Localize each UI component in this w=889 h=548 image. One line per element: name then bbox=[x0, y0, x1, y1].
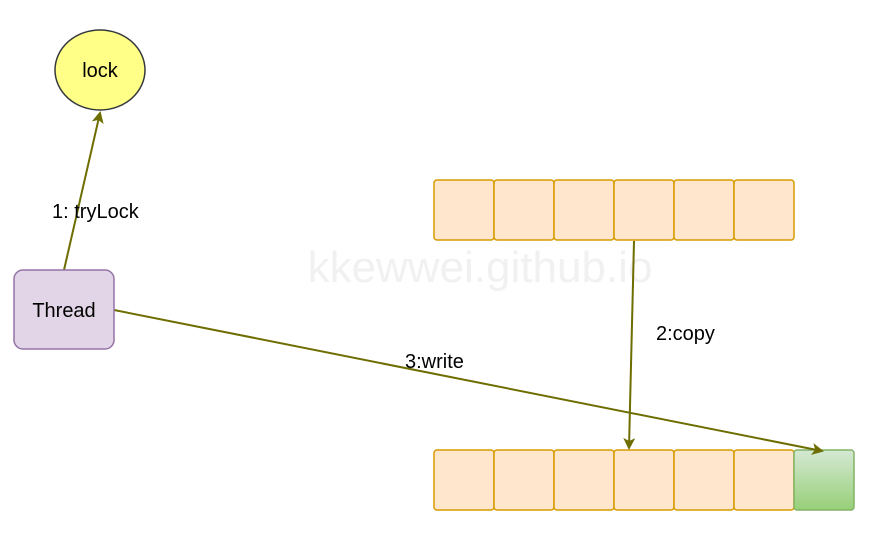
new-element-cell bbox=[793, 449, 855, 511]
target-array-cell bbox=[433, 449, 495, 511]
source-array bbox=[433, 179, 795, 241]
watermark-text: kkewwei.github.io bbox=[308, 243, 653, 292]
edge-trylock bbox=[63, 111, 104, 271]
target-array-cell bbox=[553, 449, 615, 511]
source-array-cell bbox=[433, 179, 495, 241]
source-array-cell bbox=[673, 179, 735, 241]
edge-write bbox=[113, 309, 824, 455]
lock-node bbox=[54, 29, 146, 111]
source-array-cell bbox=[733, 179, 795, 241]
target-array-cell bbox=[673, 449, 735, 511]
edge-copy-label: 2:copy bbox=[656, 323, 715, 345]
source-array-cell bbox=[613, 179, 675, 241]
lock-node-label: lock bbox=[82, 60, 119, 82]
source-array-cell bbox=[553, 179, 615, 241]
thread-node bbox=[13, 269, 115, 350]
target-array bbox=[433, 449, 795, 511]
edge-trylock-label: 1: tryLock bbox=[52, 201, 140, 223]
thread-node-label: Thread bbox=[32, 300, 95, 322]
target-array-cell bbox=[493, 449, 555, 511]
edge-write-label: 3:write bbox=[405, 351, 464, 373]
target-array-cell bbox=[613, 449, 675, 511]
source-array-cell bbox=[493, 179, 555, 241]
target-array-cell bbox=[733, 449, 795, 511]
